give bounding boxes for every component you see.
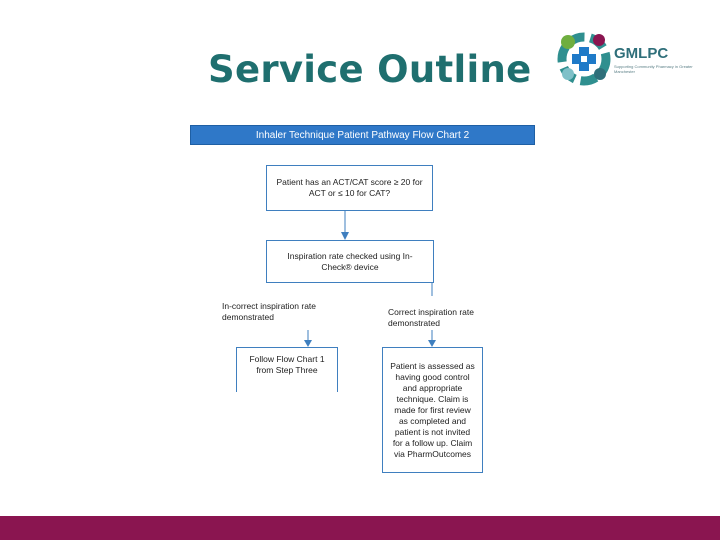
organisation-logo: GMLPC Supporting Community Pharmacy in G… — [556, 28, 716, 98]
footer-bar — [0, 516, 720, 540]
arrowhead-icon — [341, 232, 349, 240]
logo-mark-icon — [557, 32, 611, 86]
logo-name: GMLPC — [614, 45, 669, 62]
node-inspiration-check: Inspiration rate checked using In-Check®… — [266, 240, 434, 283]
node-assessed: Patient is assessed as having good contr… — [382, 347, 483, 473]
logo-tagline: Supporting Community Pharmacy in Greater… — [614, 64, 693, 74]
flowchart-header: Inhaler Technique Patient Pathway Flow C… — [190, 125, 535, 145]
node-follow-chart: Follow Flow Chart 1 from Step Three — [236, 347, 338, 392]
arrowhead-icon — [428, 340, 436, 347]
slide-title: Service Outline — [208, 48, 532, 91]
node-score-check: Patient has an ACT/CAT score ≥ 20 for AC… — [266, 165, 433, 211]
label-correct-rate: Correct inspiration rate demonstrated — [388, 307, 474, 328]
arrowhead-icon — [304, 340, 312, 347]
label-incorrect-rate: In-correct inspiration rate demonstrated — [222, 301, 317, 322]
